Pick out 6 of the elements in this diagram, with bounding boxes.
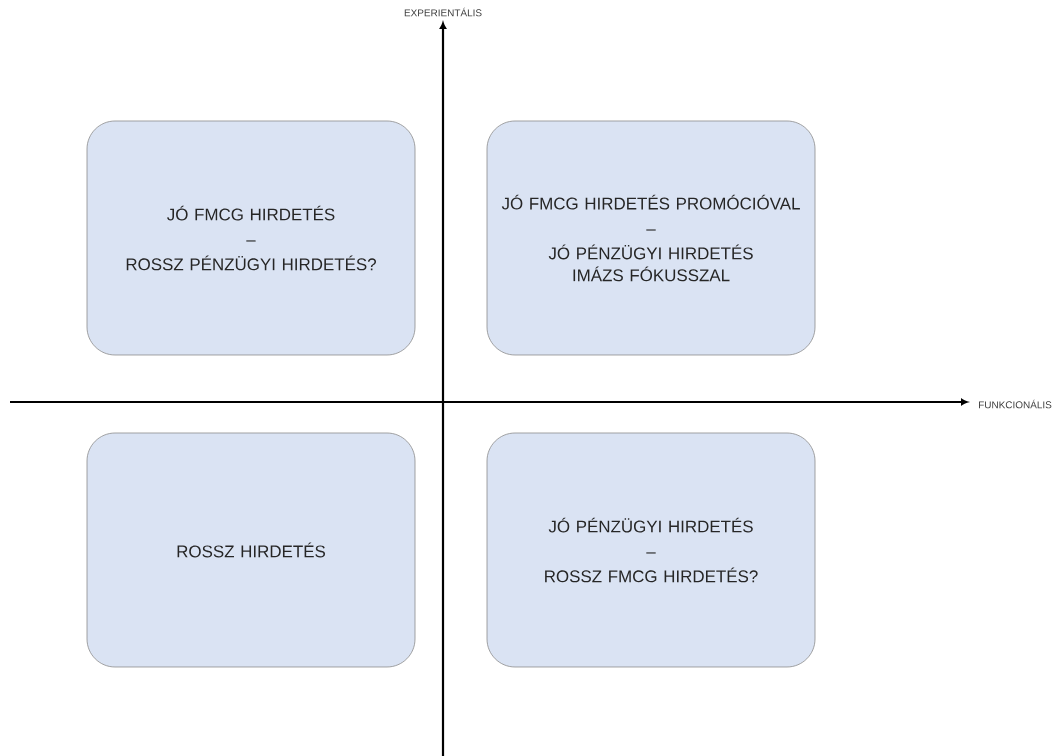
axis-label: FUNKCIONÁLIS [979, 399, 1052, 409]
quadrant-box: JÓ PÉNZÜGYI HIRDETÉS – ROSSZ FMCG HIRDETÉS? [486, 432, 816, 668]
quadrant-box: ROSSZ HIRDETÉS [86, 432, 416, 668]
quadrant-box: JÓ FMCG HIRDETÉS PROMÓCIÓVAL – JÓ PÉNZÜGYI HIRDETÉS IMÁZS FÓKUSSZAL [486, 120, 816, 356]
axis-label: EXPERIENTÁLIS [404, 7, 482, 17]
quadrant-box: JÓ FMCG HIRDETÉS – ROSSZ PÉNZÜGYI HIRDETÉS? [86, 120, 416, 356]
